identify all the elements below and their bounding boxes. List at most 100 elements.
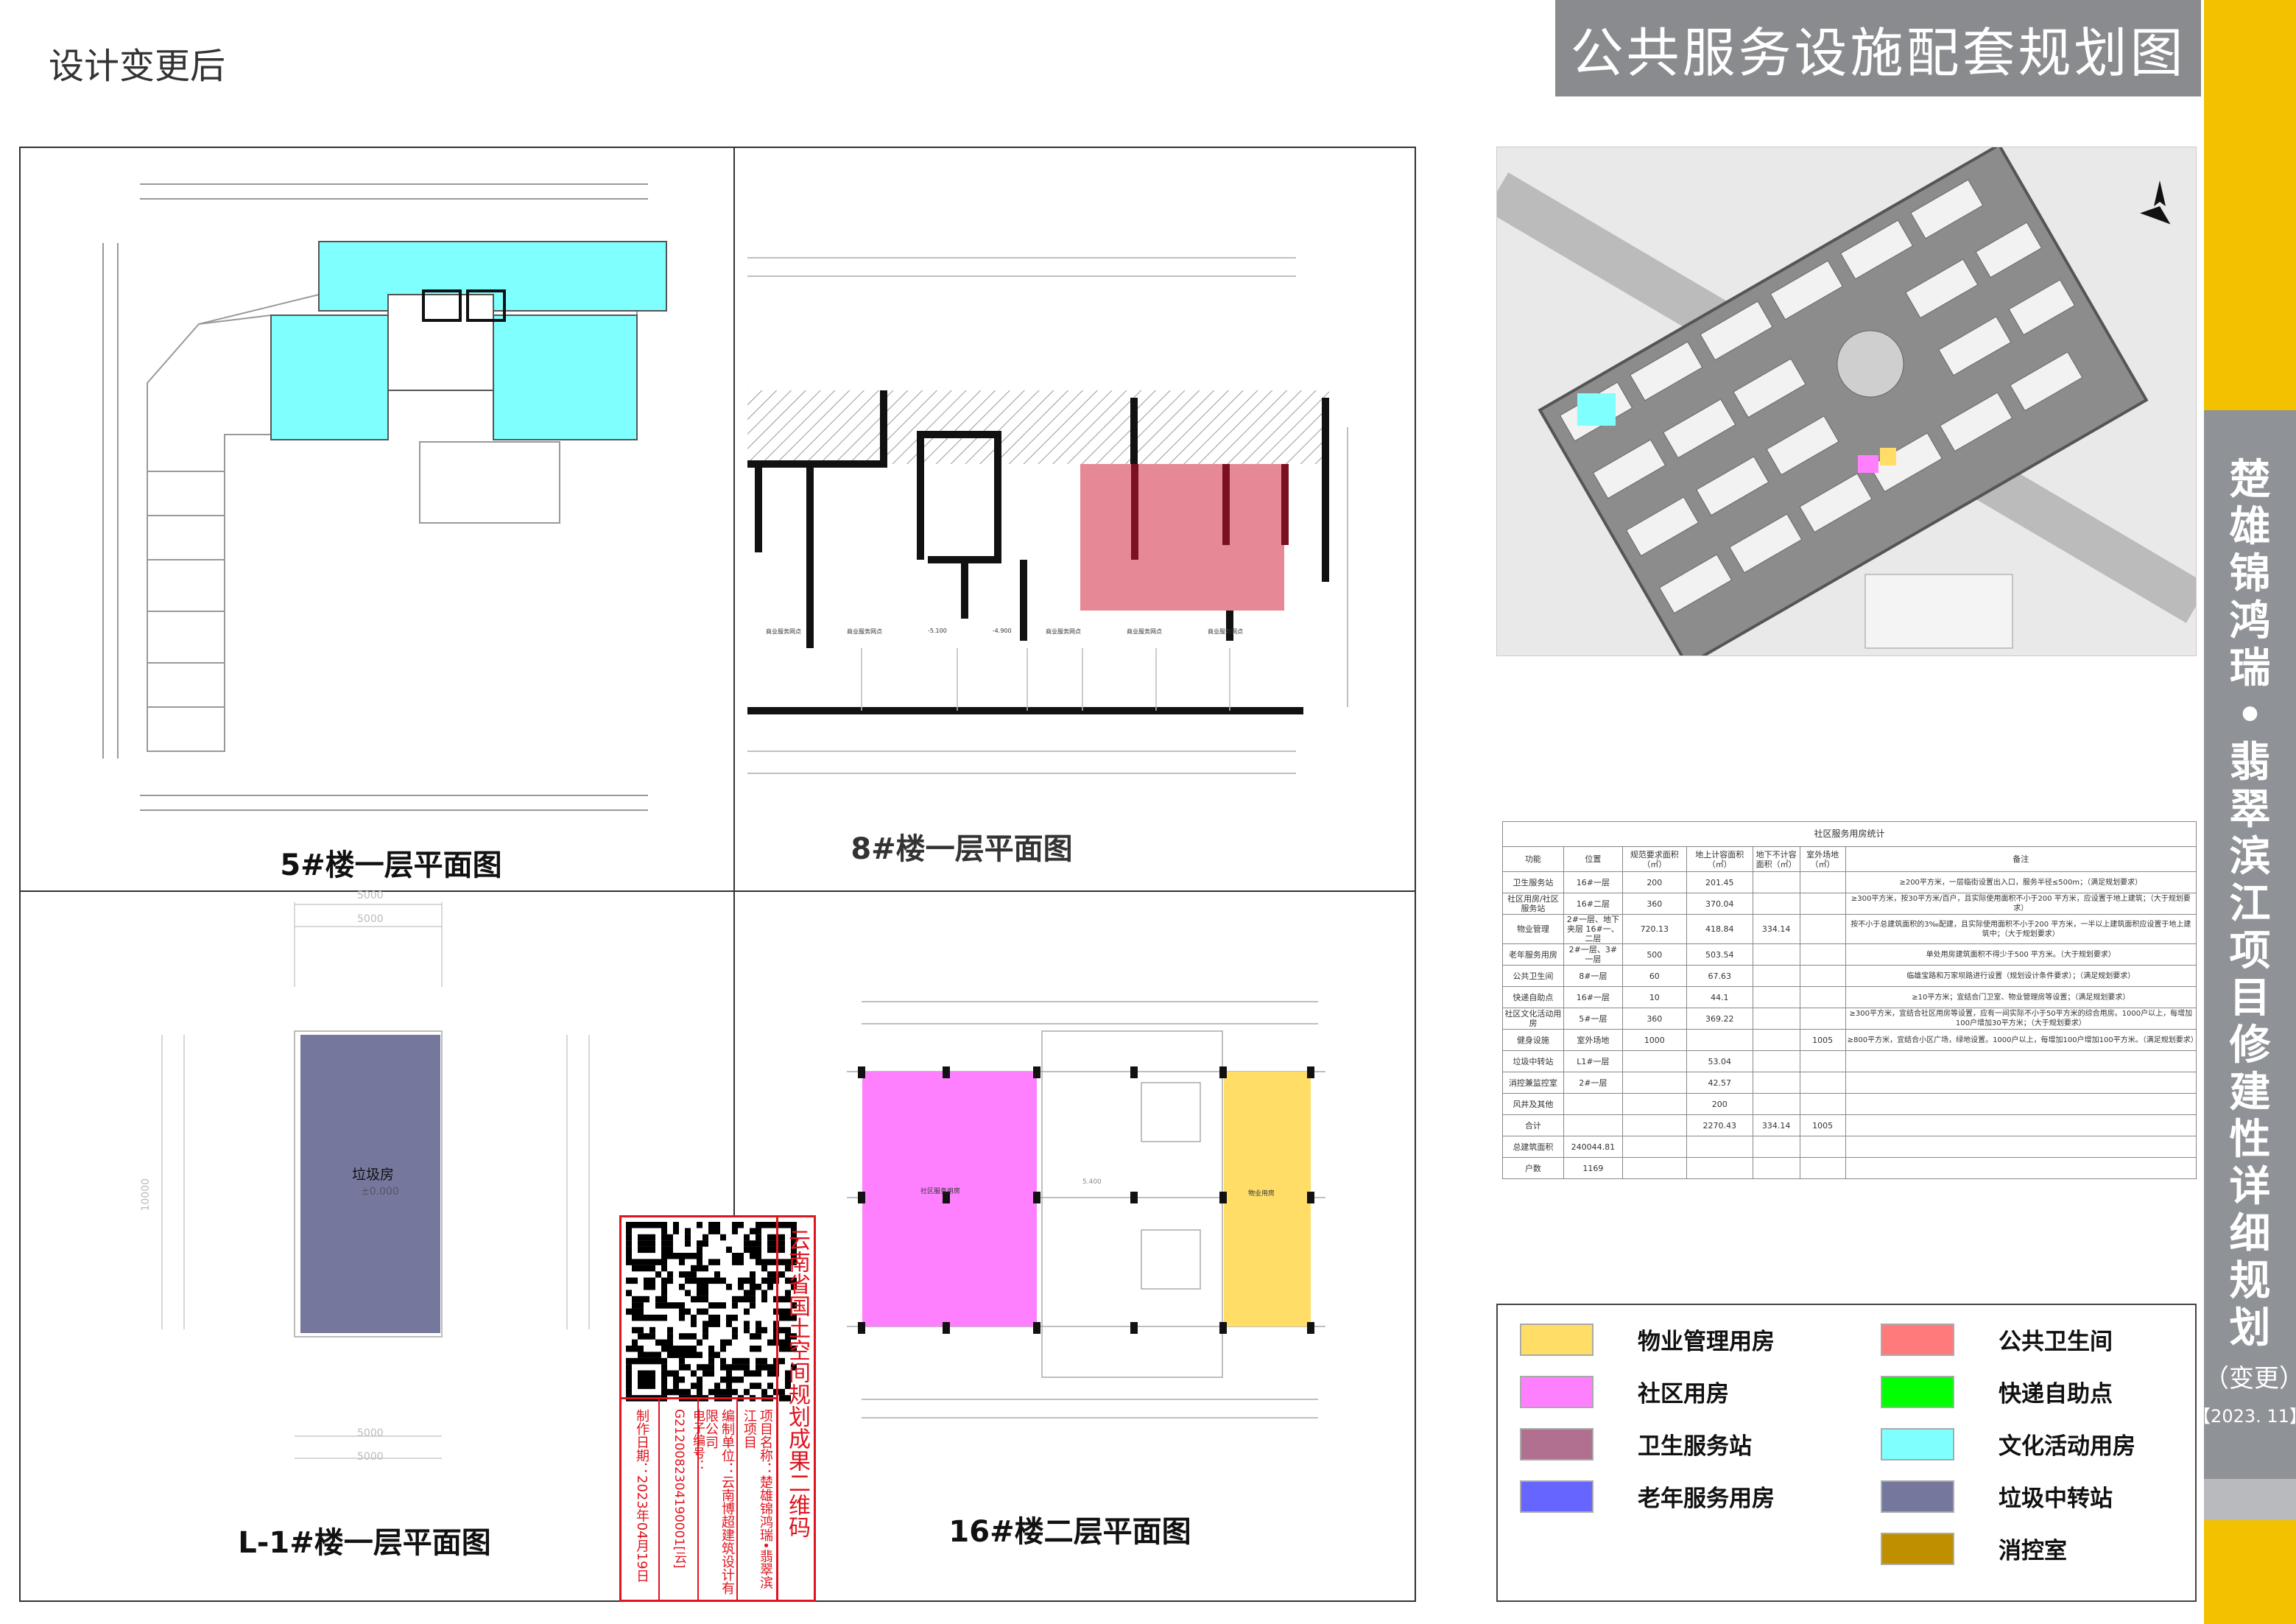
project-title-char: 详 <box>2229 1163 2271 1211</box>
table-cell: 16#一层 <box>1563 871 1623 893</box>
table-cell: 42.57 <box>1686 1072 1753 1094</box>
table-cell <box>1799 893 1846 915</box>
table-cell <box>1752 1157 1800 1179</box>
room-label: 商业服务网点 <box>1208 628 1243 635</box>
table-cell <box>1563 1114 1623 1136</box>
table-cell: 720.13 <box>1621 914 1687 944</box>
community-service-stats-table: 社区服务用房统计功能位置规范要求面积（㎡）地上计容面积（㎡）地下不计容面积（㎡）… <box>1502 821 2198 1179</box>
column-header: 规范要求面积（㎡） <box>1621 846 1687 872</box>
legend-item: 公共卫生间 <box>1881 1323 2113 1356</box>
table-cell: 物业管理 <box>1502 914 1564 944</box>
site-plan-drawing <box>1497 147 2196 655</box>
table-cell: L1#一层 <box>1563 1050 1623 1072</box>
table-cell <box>1752 1029 1800 1051</box>
site-legend-box <box>1864 574 2013 649</box>
table-cell <box>1845 1050 2197 1072</box>
legend-item: 老年服务用房 <box>1520 1480 1775 1513</box>
plan-5-title: 5#楼一层平面图 <box>280 848 502 882</box>
table-cell: 临雄宝路和万家坝路进行设置（规划设计条件要求）；（满足规划要求） <box>1845 965 2197 987</box>
room-label: -5.100 <box>928 628 947 634</box>
table-cell <box>1752 1136 1800 1158</box>
dimension-label: 5000 <box>357 913 384 925</box>
table-cell: 370.04 <box>1686 893 1753 915</box>
project-title-char: 江 <box>2229 880 2271 928</box>
plan-L1-title: L-1#楼一层平面图 <box>238 1526 491 1560</box>
table-cell: 334.14 <box>1752 1114 1800 1136</box>
table-cell: 418.84 <box>1686 914 1753 944</box>
table-cell: 500 <box>1621 943 1687 966</box>
table-cell: 健身设施 <box>1502 1029 1564 1051</box>
room-label: 商业服务网点 <box>766 628 801 635</box>
legend-swatch <box>1881 1532 1954 1565</box>
table-cell <box>1621 1050 1687 1072</box>
plan-5-drawing <box>102 183 667 811</box>
table-cell <box>1752 1008 1800 1030</box>
table-cell: 200 <box>1686 1093 1753 1115</box>
table-cell: 合计 <box>1502 1114 1564 1136</box>
project-title-char: • <box>2236 692 2264 739</box>
legend-item: 垃圾中转站 <box>1881 1480 2113 1513</box>
legend-label: 消控室 <box>1999 1538 2067 1564</box>
table-cell <box>1621 1072 1687 1094</box>
plan-8-room-labels-left: 商业服务网点 商业服务网点 -5.100 -4.900 <box>766 628 1012 636</box>
table-cell <box>1621 1136 1687 1158</box>
stamp-project: 项目名称：楚雄锦鸿瑞•翡翠滨江项目 <box>742 1409 773 1589</box>
stamp-org: 编制单位：云南博超建筑设计有限公司 <box>703 1409 735 1595</box>
table-cell <box>1752 943 1800 966</box>
table-cell: 社区文化活动用房 <box>1502 1008 1564 1030</box>
project-title-char: 鸿 <box>2229 597 2271 645</box>
dimension-label: 5000 <box>357 890 384 901</box>
stamp-divider <box>776 1217 778 1600</box>
project-title-char: 项 <box>2229 927 2271 975</box>
site-property-marker <box>1880 448 1896 465</box>
table-cell: ≥200平方米，一层临街设置出入口，服务半径≤500m；（满足规划要求） <box>1845 871 2197 893</box>
plan-16-property-label: 物业用房 <box>1248 1190 1275 1198</box>
frame-divider-vertical <box>733 147 735 1602</box>
table-cell: 1005 <box>1799 1029 1846 1051</box>
column-header: 位置 <box>1563 846 1623 872</box>
table-cell: 10 <box>1621 986 1687 1008</box>
plan-8-room-labels: 商业服务网点 商业服务网点 商业服务网点 <box>1046 628 1243 636</box>
qr-code-stamp: 云南省国土空间规划成果二维码 项目名称：楚雄锦鸿瑞•翡翠滨江项目 编制单位：云南… <box>619 1215 816 1602</box>
legend-label: 垃圾中转站 <box>1999 1486 2113 1512</box>
table-header-row: 功能位置规范要求面积（㎡）地上计容面积（㎡）地下不计容面积（㎡）室外场地（㎡）备… <box>1502 846 2197 872</box>
table-cell <box>1686 1029 1753 1051</box>
plan-8-public-toilet <box>1080 464 1284 611</box>
project-title-char: 性 <box>2229 1116 2271 1164</box>
room-label: 商业服务网点 <box>847 628 882 635</box>
table-cell <box>1799 871 1846 893</box>
table-cell: 2#一层、3#一层 <box>1563 943 1623 966</box>
level-label: -4.900 <box>992 628 1012 634</box>
table-cell: 240044.81 <box>1563 1136 1623 1158</box>
table-cell: 67.63 <box>1686 965 1753 987</box>
table-cell: 200 <box>1621 871 1687 893</box>
table-cell: 5#一层 <box>1563 1008 1623 1030</box>
table-cell: 334.14 <box>1752 914 1800 944</box>
table-cell: 360 <box>1621 893 1687 915</box>
table-cell <box>1845 1072 2197 1094</box>
table-cell: 44.1 <box>1686 986 1753 1008</box>
plan-8-title: 8#楼一层平面图 <box>851 832 1073 866</box>
project-date: 【2023. 11】 <box>2193 1406 2296 1427</box>
table-cell: 360 <box>1621 1008 1687 1030</box>
stamp-title: 云南省国土空间规划成果二维码 <box>784 1228 810 1538</box>
plan-8-drawing <box>747 257 1348 774</box>
project-title-vertical: 楚雄锦鸿瑞•翡翠滨江项目修建性详细规划（变更）【2023. 11】 <box>2193 457 2296 1427</box>
legend-swatch <box>1520 1480 1594 1513</box>
frame-divider-horizontal <box>19 890 1416 892</box>
column-header: 地上计容面积（㎡） <box>1686 846 1753 872</box>
table-cell: 社区用房/社区服务站 <box>1502 893 1564 915</box>
room-label: 商业服务网点 <box>1046 628 1081 635</box>
table-cell: 室外场地 <box>1563 1029 1623 1051</box>
plan-16-title: 16#楼二层平面图 <box>948 1515 1191 1549</box>
legend-item: 文化活动用房 <box>1881 1427 2135 1460</box>
qr-code-icon[interactable] <box>624 1220 797 1403</box>
